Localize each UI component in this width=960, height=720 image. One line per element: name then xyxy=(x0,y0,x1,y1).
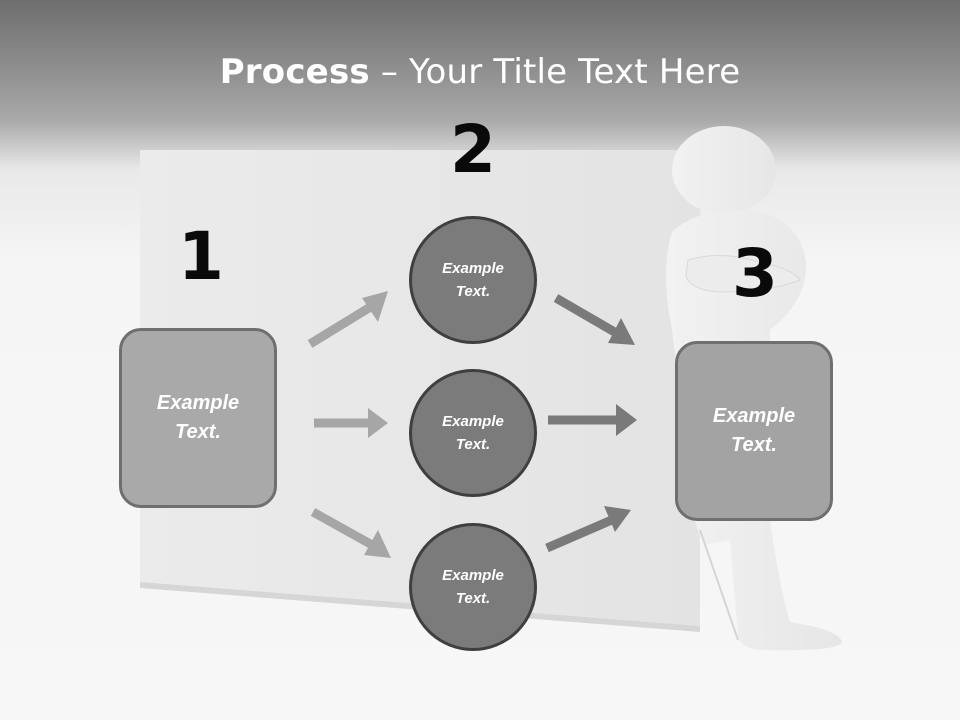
left-text-box[interactable]: Example Text. xyxy=(119,328,277,508)
circle-2-text: Example Text. xyxy=(442,412,504,453)
circle-1[interactable]: Example Text. xyxy=(409,216,537,344)
circle-2[interactable]: Example Text. xyxy=(409,369,537,497)
left-box-text: Example Text. xyxy=(156,392,240,443)
arrow-to-circle-3 xyxy=(310,508,391,558)
step-number-1: 1 xyxy=(178,218,224,295)
title-rest-text: – Your Title Text Here xyxy=(369,52,741,92)
arrow-from-circle-2 xyxy=(548,404,637,436)
right-text-box[interactable]: Example Text. xyxy=(675,341,833,521)
arrow-to-circle-1 xyxy=(307,291,388,348)
arrow-from-circle-3 xyxy=(545,506,631,553)
circle-1-text: Example Text. xyxy=(442,259,504,300)
step-number-2: 2 xyxy=(450,111,496,188)
arrow-to-circle-2 xyxy=(314,408,388,438)
step-number-3: 3 xyxy=(732,235,778,312)
arrow-from-circle-1 xyxy=(553,294,635,345)
right-box-text: Example Text. xyxy=(712,405,796,456)
wall-panel xyxy=(140,150,700,626)
circle-3[interactable]: Example Text. xyxy=(409,523,537,651)
title-bold-text: Process xyxy=(219,52,370,92)
slide-title: Process – Your Title Text Here xyxy=(0,52,960,92)
circle-3-text: Example Text. xyxy=(442,566,504,607)
